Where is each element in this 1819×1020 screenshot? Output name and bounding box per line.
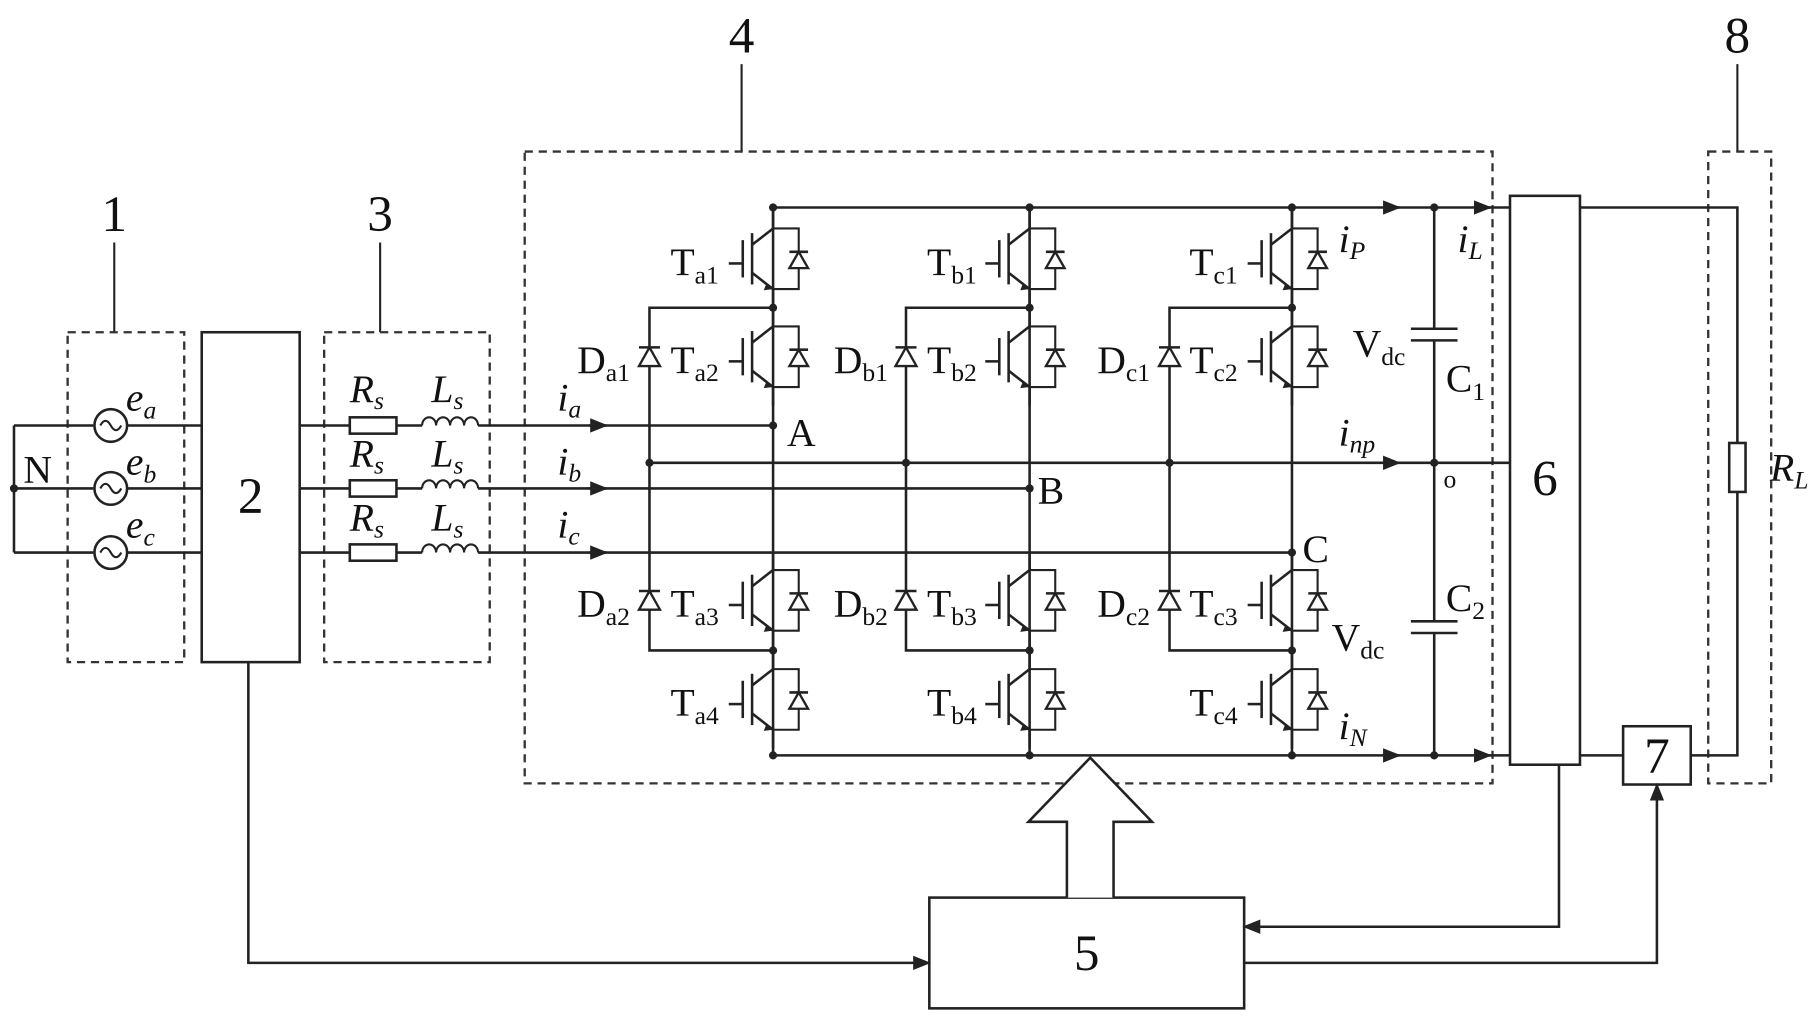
igbt-label-a2: Ta2 xyxy=(670,338,718,387)
vdc-bottom-label: Vdc xyxy=(1332,615,1385,664)
node-a-label: A xyxy=(787,410,816,454)
c1-label: C1 xyxy=(1446,357,1485,406)
diode-label-a1: Da1 xyxy=(577,338,630,387)
igbt-c1: Tc1 xyxy=(1189,210,1327,308)
clamp-diode-a2: Da2 xyxy=(577,582,660,631)
current-inp-label: inp xyxy=(1339,410,1376,458)
load-branch: RL xyxy=(1580,207,1809,755)
current-ip-label: iP xyxy=(1339,217,1366,265)
igbt-label-a3: Ta3 xyxy=(670,582,718,631)
source-ea-label: ea xyxy=(126,375,156,424)
igbt-a4: Ta4 xyxy=(670,650,808,748)
inverter-legs: Ta1Ta2Ta3Ta4 Da1Da2 Tb1Tb2Tb3Tb4 Db1Db2 Tc1T… xyxy=(577,203,1327,759)
clamp-diode-b2: Db2 xyxy=(834,582,917,631)
current-il-label: iL xyxy=(1458,217,1483,265)
diode-label-c2: Dc2 xyxy=(1097,582,1150,631)
dc-link: Vdc C1 C2 Vdc o xyxy=(1332,203,1486,759)
source-eb-label: eb xyxy=(126,439,157,488)
igbt-label-b2: Tb2 xyxy=(927,338,977,387)
clamp-diode-c2: Dc2 xyxy=(1097,582,1180,631)
block-label-8: 8 xyxy=(1725,7,1751,64)
igbt-label-c1: Tc1 xyxy=(1189,240,1237,289)
diode-label-c1: Dc1 xyxy=(1097,338,1150,387)
c2-label: C2 xyxy=(1446,576,1485,625)
block-label-4: 4 xyxy=(729,7,755,64)
igbt-c2: Tc2 xyxy=(1189,308,1327,406)
neutral-label: N xyxy=(23,448,52,492)
igbt-b1: Tb1 xyxy=(927,210,1065,308)
current-ib-label: ib xyxy=(557,439,581,487)
igbt-label-c2: Tc2 xyxy=(1189,338,1237,387)
rs-label-b: Rs xyxy=(349,431,384,479)
current-ic-label: ic xyxy=(557,502,580,550)
block-6-label: 6 xyxy=(1532,450,1558,507)
rs-label-a: Rs xyxy=(349,367,384,415)
block-label-3: 3 xyxy=(367,186,393,243)
rs-label-c: Rs xyxy=(349,495,384,543)
igbt-b3: Tb3 xyxy=(927,551,1065,649)
clamp-diode-c1: Dc1 xyxy=(1097,338,1180,387)
source-ec-label: ec xyxy=(126,502,156,551)
clamp-diode-a1: Da1 xyxy=(577,338,660,387)
ls-label-a: Ls xyxy=(430,367,463,415)
rl-label: RL xyxy=(1769,445,1808,494)
diode-label-b2: Db2 xyxy=(834,582,888,631)
neutral-point-o-label: o xyxy=(1444,464,1457,493)
node-b-label: B xyxy=(1038,469,1064,513)
igbt-label-b3: Tb3 xyxy=(927,582,977,631)
igbt-label-b4: Tb4 xyxy=(927,681,977,730)
diode-label-a2: Da2 xyxy=(577,582,630,631)
current-ia-label: ia xyxy=(557,375,581,423)
block-7-label: 7 xyxy=(1644,728,1670,785)
current-in-label: iN xyxy=(1339,704,1369,752)
igbt-b2: Tb2 xyxy=(927,308,1065,406)
vdc-top-label: Vdc xyxy=(1353,322,1406,371)
igbt-a3: Ta3 xyxy=(670,551,808,649)
ls-label-b: Ls xyxy=(430,431,463,479)
block-2-label: 2 xyxy=(238,468,264,525)
ls-label-c: Ls xyxy=(430,495,463,543)
gate-signal-arrow xyxy=(1028,758,1152,898)
block-5-label: 5 xyxy=(1074,925,1100,982)
igbt-label-a4: Ta4 xyxy=(670,681,719,730)
igbt-label-b1: Tb1 xyxy=(927,240,977,289)
igbt-a1: Ta1 xyxy=(670,210,808,308)
igbt-label-c3: Tc3 xyxy=(1189,582,1237,631)
block-label-1: 1 xyxy=(101,186,127,243)
ac-source: N ea eb ec xyxy=(10,375,202,569)
line-filter: Rs Rs Rs Ls Ls Ls xyxy=(300,367,478,561)
diode-label-b1: Db1 xyxy=(834,338,888,387)
clamp-diode-b1: Db1 xyxy=(834,338,917,387)
igbt-label-a1: Ta1 xyxy=(670,240,718,289)
igbt-label-c4: Tc4 xyxy=(1189,681,1238,730)
igbt-c4: Tc4 xyxy=(1189,650,1327,748)
node-c-label: C xyxy=(1302,527,1328,571)
igbt-b4: Tb4 xyxy=(927,650,1065,748)
igbt-a2: Ta2 xyxy=(670,308,808,406)
